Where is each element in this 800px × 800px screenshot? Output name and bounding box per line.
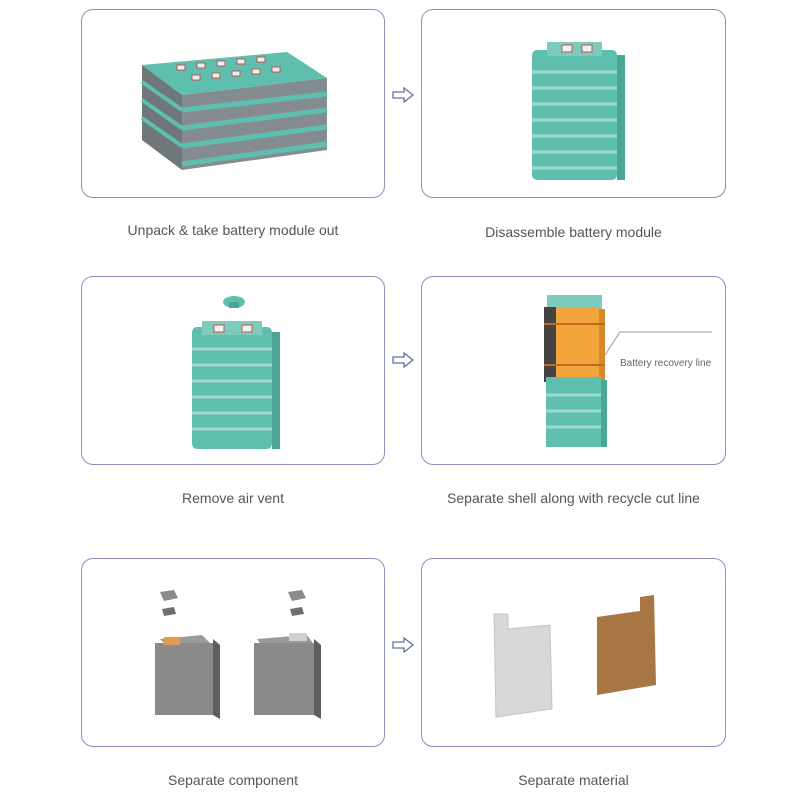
material-sheets-illustration bbox=[493, 595, 656, 718]
step-panel-separate-material bbox=[421, 558, 726, 747]
battery-recovery-line-label: Battery recovery line bbox=[620, 358, 712, 369]
step-panel-remove-vent bbox=[81, 276, 385, 465]
arrow-right-icon bbox=[392, 352, 415, 368]
arrow-right-icon bbox=[392, 637, 415, 653]
air-vent-illustration bbox=[192, 296, 280, 449]
step-panel-separate-component bbox=[81, 558, 385, 747]
step-caption-separate-shell: Separate shell along with recycle cut li… bbox=[447, 490, 700, 506]
step-caption-remove-vent: Remove air vent bbox=[182, 490, 284, 506]
step-caption-disassemble: Disassemble battery module bbox=[485, 224, 662, 240]
step-panel-disassemble bbox=[421, 9, 726, 198]
shell-cut-illustration bbox=[544, 295, 712, 447]
arrow-right-icon bbox=[392, 87, 415, 103]
step-caption-separate-component: Separate component bbox=[168, 772, 298, 788]
components-illustration bbox=[155, 590, 321, 719]
step-panel-unpack bbox=[81, 9, 385, 198]
battery-module-illustration bbox=[532, 42, 625, 180]
battery-pack-illustration bbox=[140, 52, 328, 170]
step-panel-separate-shell bbox=[421, 276, 726, 465]
step-caption-separate-material: Separate material bbox=[518, 772, 629, 788]
step-caption-unpack: Unpack & take battery module out bbox=[127, 222, 339, 238]
